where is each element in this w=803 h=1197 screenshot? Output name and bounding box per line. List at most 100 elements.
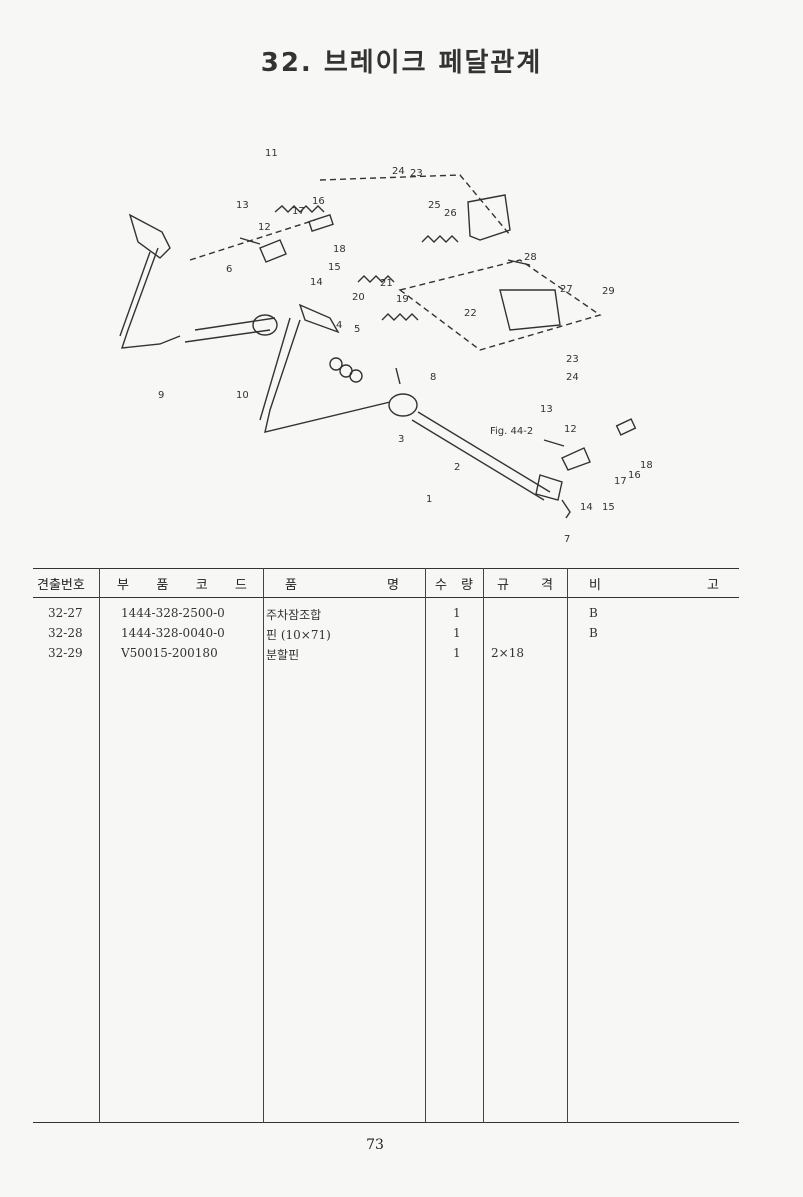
header-char: 품 xyxy=(156,578,169,593)
header-no: 견출번호 xyxy=(37,578,85,593)
header-char: 량 xyxy=(461,578,473,593)
header-name: 품 명 xyxy=(285,574,399,594)
callout: 1 xyxy=(426,494,432,505)
callout: 12 xyxy=(564,424,577,435)
page-number: 73 xyxy=(366,1137,384,1153)
cell-note: B xyxy=(589,606,598,620)
callout: 14 xyxy=(310,277,323,288)
spring-11 xyxy=(274,205,325,213)
table-header-rule xyxy=(33,597,739,598)
cell-name: 주차잠조합 xyxy=(266,608,322,622)
header-char: 고 xyxy=(707,578,719,593)
callout: 10 xyxy=(236,390,249,401)
cell-code: 1444-328-2500-0 xyxy=(121,606,225,620)
pin-8 xyxy=(395,367,401,385)
cell-qty: 1 xyxy=(453,646,461,660)
cell-qty: 1 xyxy=(453,626,461,640)
callout: 7 xyxy=(564,534,570,545)
page-title: 32. 브레이크 페달관계 xyxy=(260,48,543,78)
callout: 13 xyxy=(540,404,553,415)
header-char: 비 xyxy=(589,578,601,593)
main-shaft xyxy=(417,411,551,493)
table-row: 32-29 V50015-200180 분할핀 1 2×18 xyxy=(33,646,739,666)
table-row: 32-27 1444-328-2500-0 주차잠조합 1 B xyxy=(33,606,739,626)
callout-labels: 11 13 12 17 16 18 15 14 6 4 5 9 10 8 3 2… xyxy=(158,148,653,545)
washer-4 xyxy=(329,357,343,371)
callout: 23 xyxy=(566,354,579,365)
callout: 16 xyxy=(628,470,641,481)
column-divider xyxy=(263,568,264,1123)
callout: 15 xyxy=(328,262,341,273)
parking-lock xyxy=(499,289,561,331)
header-code: 부 품 코 드 xyxy=(117,574,247,594)
shaft-bracket xyxy=(535,474,563,501)
callout: 15 xyxy=(602,502,615,513)
callout: 3 xyxy=(398,434,404,445)
header-spec: 규 격 xyxy=(497,574,553,594)
callout: 4 xyxy=(336,320,342,331)
callout: 20 xyxy=(352,292,365,303)
table-bottom-rule xyxy=(33,1122,739,1123)
callout: 18 xyxy=(640,460,653,471)
cell-no: 32-28 xyxy=(48,626,83,640)
callout: 28 xyxy=(524,252,537,263)
header-char: 품 xyxy=(285,578,297,593)
header-char: 규 xyxy=(497,578,509,593)
callout: 16 xyxy=(312,196,325,207)
cell-code: V50015-200180 xyxy=(121,646,218,660)
bolt-13b xyxy=(543,439,565,447)
spring-upper xyxy=(421,235,459,243)
callout: 25 xyxy=(428,200,441,211)
header-char: 명 xyxy=(387,578,399,593)
callout: 11 xyxy=(265,148,278,159)
cell-name: 분할핀 xyxy=(266,648,300,662)
fig-reference: Fig. 44-2 xyxy=(490,426,533,437)
column-divider xyxy=(425,568,426,1123)
bolt-7 xyxy=(561,499,571,519)
header-note: 비 고 xyxy=(589,574,719,594)
table-top-rule xyxy=(33,568,739,569)
callout: 2 xyxy=(454,462,460,473)
cell-spec: 2×18 xyxy=(491,646,524,660)
pedal-arm-left xyxy=(120,247,181,349)
callout: 19 xyxy=(396,294,409,305)
callout: 22 xyxy=(464,308,477,319)
callout: 23 xyxy=(410,168,423,179)
callout: 8 xyxy=(430,372,436,383)
header-char: 부 xyxy=(117,578,129,593)
callout: 24 xyxy=(392,166,405,177)
table-row: 32-28 1444-328-0040-0 핀 (10×71) 1 B xyxy=(33,626,739,646)
pedal-pad-left xyxy=(128,213,171,259)
callout: 13 xyxy=(236,200,249,211)
parts-drawing: 11 13 12 17 16 18 15 14 6 4 5 9 10 8 3 2… xyxy=(119,148,653,545)
column-divider xyxy=(99,568,100,1123)
cell-note: B xyxy=(589,626,598,640)
callout: 24 xyxy=(566,372,579,383)
column-divider xyxy=(567,568,568,1123)
callout: 27 xyxy=(560,284,573,295)
header-qty: 수 량 xyxy=(435,574,473,594)
cell-qty: 1 xyxy=(453,606,461,620)
pedal-pad-right xyxy=(298,303,340,334)
header-char: 수 xyxy=(435,578,447,593)
callout: 17 xyxy=(292,206,305,217)
sleeve-16 xyxy=(308,213,334,233)
callout: 12 xyxy=(258,222,271,233)
callout: 29 xyxy=(602,286,615,297)
callout: 18 xyxy=(333,244,346,255)
callout: 6 xyxy=(226,264,232,275)
callout: 14 xyxy=(580,502,593,513)
callout: 9 xyxy=(158,390,164,401)
pedal-arm-right xyxy=(264,319,391,433)
cell-code: 1444-328-0040-0 xyxy=(121,626,225,640)
header-char: 코 xyxy=(195,578,208,593)
callout: 21 xyxy=(380,278,393,289)
callout: 26 xyxy=(444,208,457,219)
clevis-12 xyxy=(259,239,287,263)
parts-table: 견출번호 부 품 코 드 품 명 수 량 규 격 비 고 32-27 1444-… xyxy=(33,568,739,1124)
callout: 5 xyxy=(354,324,360,335)
callout: 17 xyxy=(614,476,627,487)
column-divider xyxy=(483,568,484,1123)
sleeve-16b xyxy=(615,418,637,436)
